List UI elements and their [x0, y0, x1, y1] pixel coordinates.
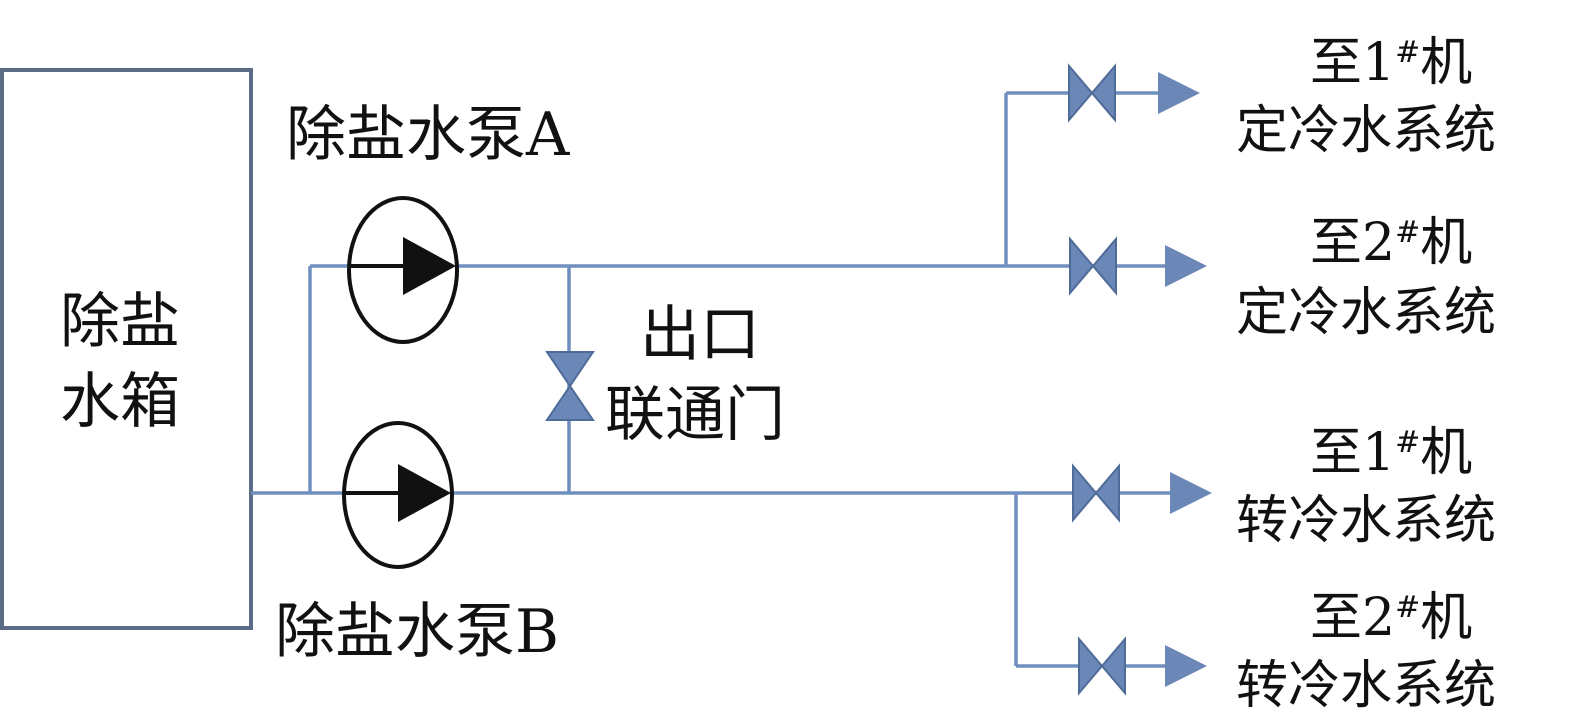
- flow-arrow-2-icon: [1165, 245, 1207, 287]
- destination-4-unit: 至2#机: [1310, 588, 1472, 648]
- destination-1-system: 定冷水系统: [1236, 101, 1496, 161]
- destination-4: 至2#机 转冷水系统: [1236, 588, 1496, 716]
- pump-b-arrow-icon: [398, 464, 451, 522]
- pump-a: [347, 196, 459, 344]
- pump-a-label: 除盐水泵A: [286, 100, 570, 170]
- destination-2: 至2#机 定冷水系统: [1236, 213, 1496, 343]
- tank-label-line2: 水箱: [60, 367, 180, 437]
- destination-1: 至1#机 定冷水系统: [1236, 33, 1496, 161]
- outlet-valve-1-icon: [1068, 63, 1116, 123]
- tank-label-line1: 除盐: [60, 287, 180, 357]
- piping: [251, 91, 1175, 668]
- destination-2-unit: 至2#机: [1310, 213, 1472, 273]
- crossover-valve-icon: [545, 351, 595, 421]
- flow-arrow-3-icon: [1170, 472, 1212, 514]
- destination-3-unit: 至1#机: [1310, 423, 1472, 483]
- destination-3: 至1#机 转冷水系统: [1236, 423, 1496, 551]
- outlet-valve-2-icon: [1069, 236, 1117, 296]
- pump-a-arrow-icon: [403, 237, 456, 295]
- destination-2-system: 定冷水系统: [1236, 283, 1496, 343]
- pump-b-label: 除盐水泵B: [275, 597, 559, 667]
- flow-arrow-1-icon: [1158, 72, 1200, 114]
- outlet-valve-4-icon: [1078, 636, 1126, 696]
- crossover-valve-label-line1: 出口: [640, 300, 760, 370]
- destination-3-system: 转冷水系统: [1236, 491, 1496, 551]
- destination-4-system: 转冷水系统: [1236, 656, 1496, 716]
- demineralized-water-tank: [0, 68, 253, 630]
- pump-b: [342, 421, 454, 569]
- crossover-valve-label-line2: 联通门: [605, 380, 785, 450]
- destination-1-unit: 至1#机: [1310, 33, 1472, 93]
- outlet-valve-3-icon: [1072, 463, 1120, 523]
- flow-arrow-4-icon: [1165, 645, 1207, 687]
